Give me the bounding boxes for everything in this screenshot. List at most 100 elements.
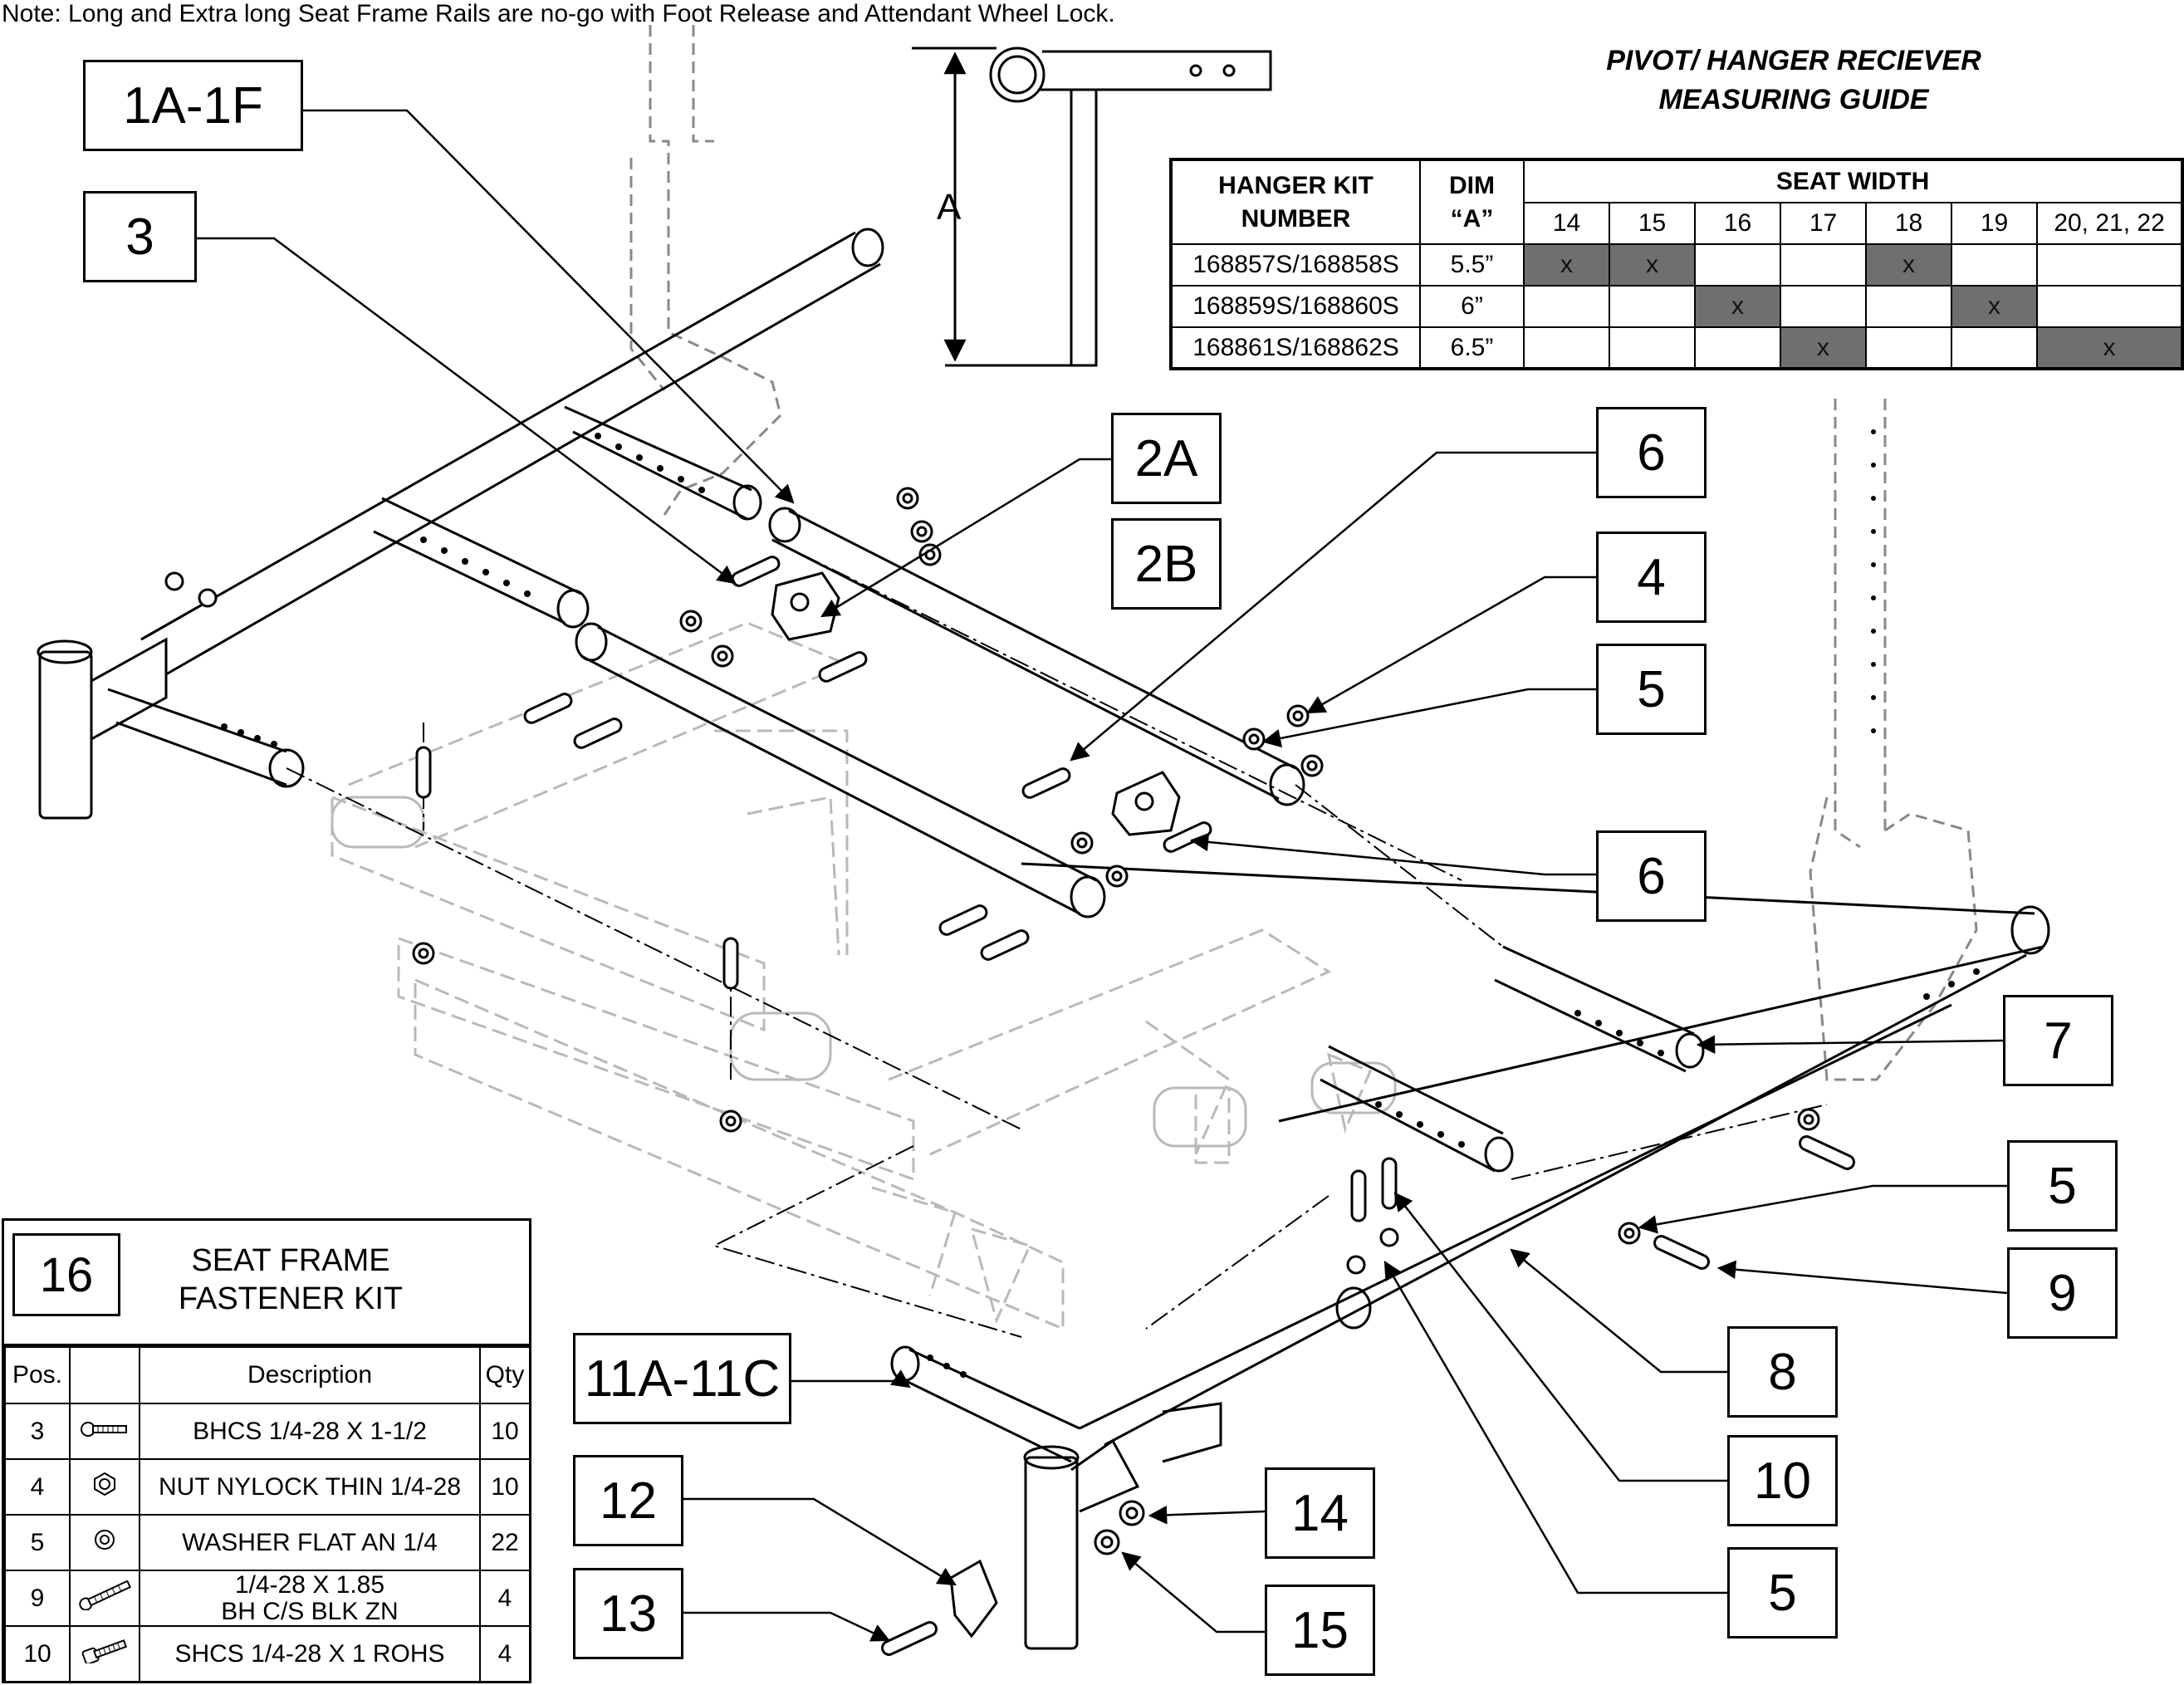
fastener-icon-cell <box>69 1458 140 1516</box>
seat-width-match-cell: x <box>1951 285 2038 328</box>
fastener-row: 4 NUT NYLOCK THIN 1/4-28 10 <box>4 1458 531 1516</box>
header-seat-width: SEAT WIDTH <box>1522 159 2184 203</box>
seat-width-cell <box>1609 326 1696 370</box>
fastener-icon-cell <box>69 1514 140 1571</box>
hanger-dim-a: 5.5” <box>1419 243 1525 287</box>
fastener-qty: 4 <box>479 1570 531 1627</box>
seat-frame-rails <box>37 228 2050 1650</box>
callout-6-lower: 6 <box>1596 830 1707 922</box>
fastener-description-line1: NUT NYLOCK THIN 1/4-28 <box>159 1472 461 1501</box>
dimension-a-label: A <box>937 187 962 228</box>
fastener-pos: 4 <box>4 1458 71 1516</box>
hardware-fasteners <box>164 487 1855 1656</box>
fastener-qty: 22 <box>479 1514 531 1571</box>
callout-4: 4 <box>1596 531 1707 623</box>
button-head-screw-icon <box>80 1418 130 1445</box>
tube-holes <box>221 429 1980 1378</box>
callout-7: 7 <box>2003 995 2113 1086</box>
seat-width-cell <box>1609 285 1696 328</box>
callout-5-upper: 5 <box>1596 644 1707 735</box>
fastener-description-line2: BH C/S BLK ZN <box>221 1597 399 1625</box>
compatibility-note: Note: Long and Extra long Seat Frame Rai… <box>2 0 1115 27</box>
hanger-kit-number: 168859S/168860S <box>1170 285 1421 328</box>
seat-width-cell <box>1951 326 2038 370</box>
flat-washer-icon <box>92 1527 117 1558</box>
fastener-kit-panel: 16 SEAT FRAME FASTENER KIT Pos. Descript… <box>2 1218 531 1683</box>
measuring-guide-title-line2: MEASURING GUIDE <box>1658 84 1929 115</box>
measuring-guide-title-line1: PIVOT/ HANGER RECIEVER <box>1606 45 1981 76</box>
callout-15: 15 <box>1265 1585 1375 1676</box>
width-col: 17 <box>1780 202 1867 245</box>
callout-11a-11c: 11A-11C <box>573 1333 791 1424</box>
fastener-kit-title: SEAT FRAME FASTENER KIT <box>137 1242 444 1318</box>
hanger-measuring-table: HANGER KIT NUMBER DIM “A” SEAT WIDTH 14 … <box>1169 158 2184 370</box>
seat-width-cell <box>1865 285 1952 328</box>
callout-14: 14 <box>1265 1467 1375 1559</box>
seat-width-cell <box>1694 326 1781 370</box>
hanger-kit-number: 168861S/168862S <box>1170 326 1421 370</box>
fastener-row: 10 SHCS 1/4-28 X 1 ROHS 4 <box>4 1625 531 1683</box>
header-description: Description <box>139 1346 481 1404</box>
measuring-guide-title: PIVOT/ HANGER RECIEVER MEASURING GUIDE <box>1520 42 2068 120</box>
fastener-kit-title-line1: SEAT FRAME <box>191 1243 390 1278</box>
hanger-kit-number: 168857S/168858S <box>1170 243 1421 287</box>
seat-width-match-cell: x <box>1694 285 1781 328</box>
fastener-pos: 10 <box>4 1625 71 1683</box>
fastener-kit-number: 16 <box>12 1233 120 1316</box>
seat-width-cell <box>1951 243 2038 287</box>
fastener-qty: 4 <box>479 1625 531 1683</box>
hanger-dim-a: 6” <box>1419 285 1525 328</box>
seat-width-match-cell: x <box>1523 243 1610 287</box>
header-hanger-kit: HANGER KIT NUMBER <box>1170 159 1421 245</box>
seat-width-match-cell: x <box>1780 326 1867 370</box>
seat-width-cell <box>2035 243 2184 287</box>
seat-width-cell <box>1865 326 1952 370</box>
callout-9: 9 <box>2007 1247 2118 1339</box>
socket-head-screw-icon <box>80 1638 130 1669</box>
callout-6-upper: 6 <box>1596 407 1707 498</box>
seat-width-cell <box>1780 243 1867 287</box>
seat-width-match-cell: x <box>1609 243 1696 287</box>
fastener-icon-cell <box>69 1625 140 1683</box>
width-col: 14 <box>1523 202 1610 245</box>
header-pos: Pos. <box>4 1346 71 1404</box>
fastener-qty: 10 <box>479 1458 531 1516</box>
fastener-description: SHCS 1/4-28 X 1 ROHS <box>139 1625 481 1683</box>
fastener-description: BHCS 1/4-28 X 1-1/2 <box>139 1403 481 1460</box>
callout-1a-1f: 1A-1F <box>83 60 303 151</box>
callout-2b: 2B <box>1111 518 1222 610</box>
fastener-pos: 5 <box>4 1514 71 1571</box>
fastener-icon-cell <box>69 1403 140 1460</box>
fastener-row: 5 WASHER FLAT AN 1/4 22 <box>4 1514 531 1571</box>
fastener-description-line1: SHCS 1/4-28 X 1 ROHS <box>174 1639 445 1668</box>
nylock-nut-icon <box>92 1472 117 1502</box>
callout-leader-lines <box>197 109 2008 1642</box>
fastener-description-line1: WASHER FLAT AN 1/4 <box>182 1528 438 1556</box>
dimension-a-graphic <box>912 47 1272 367</box>
assembly-center-lines <box>286 539 1828 1338</box>
seat-width-match-cell: x <box>2035 326 2184 370</box>
fastener-kit-header: 16 SEAT FRAME FASTENER KIT <box>4 1221 529 1346</box>
seat-width-cell <box>1523 285 1610 328</box>
background-cross-members <box>331 796 1397 1148</box>
callout-8: 8 <box>1727 1326 1838 1418</box>
seat-width-cell <box>2035 285 2184 328</box>
fastener-description-line1: 1/4-28 X 1.85 <box>234 1570 385 1599</box>
header-qty: Qty <box>479 1346 531 1404</box>
callout-5-lower: 5 <box>1727 1547 1838 1638</box>
fastener-kit-table: Pos. Description Qty 3 BHCS 1/4-28 X 1-1/… <box>4 1346 531 1683</box>
fastener-description-line1: BHCS 1/4-28 X 1-1/2 <box>193 1417 427 1445</box>
hanger-pivot-brackets <box>771 571 1181 836</box>
fastener-description: NUT NYLOCK THIN 1/4-28 <box>139 1458 481 1516</box>
fastener-pos: 3 <box>4 1403 71 1460</box>
width-col: 15 <box>1609 202 1696 245</box>
fastener-pos: 9 <box>4 1570 71 1627</box>
long-bolt-icon <box>75 1580 135 1616</box>
